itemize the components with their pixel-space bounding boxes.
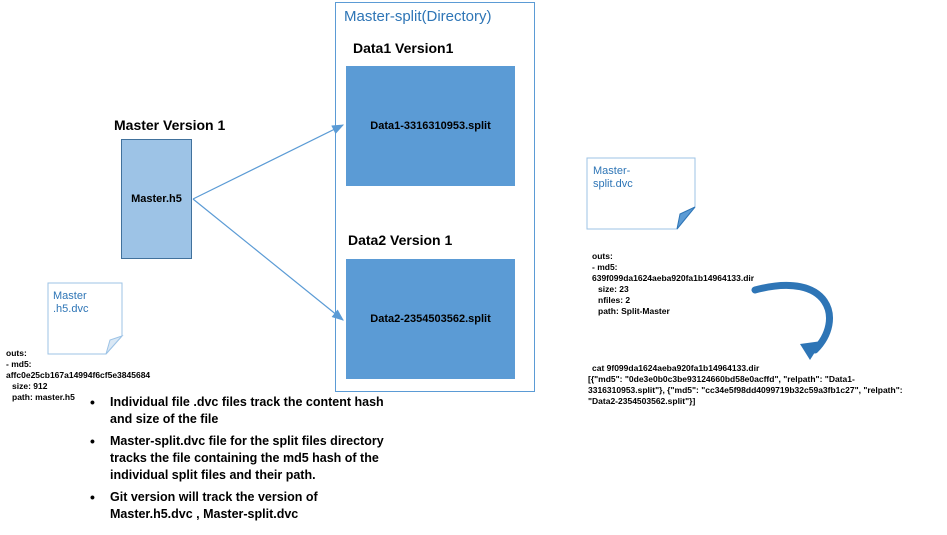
curved-arrow bbox=[751, 281, 833, 354]
data1-split-box: Data1-3316310953.split bbox=[346, 66, 515, 186]
master-dvc-note-label: Master.h5.dvc bbox=[53, 290, 89, 315]
directory-title: Master-split(Directory) bbox=[344, 8, 492, 25]
master-h5-box: Master.h5 bbox=[121, 139, 192, 259]
master-dvc-content: outs: - md5: affc0e25cb167a14994f6cf5e38… bbox=[6, 348, 151, 402]
data2-split-box: Data2-2354503562.split bbox=[346, 259, 515, 379]
bullet-item: Individual file .dvc files track the con… bbox=[86, 394, 426, 428]
master-split-dvc-note-label: Master-split.dvc bbox=[593, 165, 633, 190]
master-h5-label: Master.h5 bbox=[131, 193, 182, 205]
split-dvc-content: outs: - md5: 639f099da1624aeba920fa1b149… bbox=[592, 251, 755, 316]
bullet-item: Git version will track the version ofMas… bbox=[86, 489, 426, 523]
curved-arrow-head bbox=[800, 341, 822, 360]
data1-split-label: Data1-3316310953.split bbox=[370, 120, 491, 132]
data2-heading: Data2 Version 1 bbox=[348, 232, 453, 248]
arrow-to-data1 bbox=[192, 124, 345, 200]
explanation-bullets: Individual file .dvc files track the con… bbox=[86, 394, 426, 528]
cat-output: cat 9f099da1624aeba920fa1b14964133.dir [… bbox=[588, 363, 903, 406]
bullet-item: Master-split.dvc file for the split file… bbox=[86, 433, 426, 484]
master-split-dvc-note-icon bbox=[586, 157, 696, 230]
data2-split-label: Data2-2354503562.split bbox=[370, 313, 491, 325]
data1-heading: Data1 Version1 bbox=[353, 40, 454, 56]
master-heading: Master Version 1 bbox=[114, 117, 226, 133]
arrow-to-data2 bbox=[192, 198, 344, 321]
master-split-directory-frame bbox=[335, 2, 535, 392]
master-dvc-note-icon bbox=[47, 282, 124, 355]
